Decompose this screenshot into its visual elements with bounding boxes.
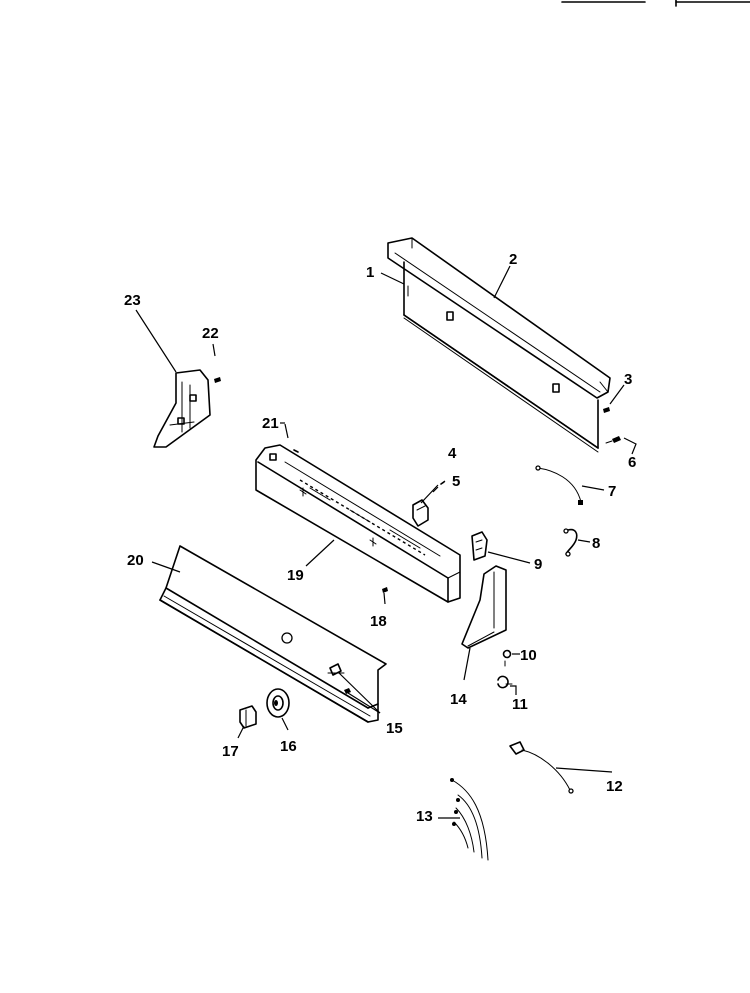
callout-16: 16 [280, 738, 297, 755]
callout-labels: 1 2 3 4 5 6 7 8 9 10 11 12 13 14 15 16 1… [124, 251, 636, 825]
callout-4: 4 [448, 445, 457, 462]
part-20-panel-cover [159, 545, 387, 723]
callout-22: 22 [202, 325, 219, 342]
part-15-clip [344, 688, 351, 694]
part-12-wire-harness [509, 741, 574, 794]
part-22-screw [214, 377, 221, 383]
part-16-knob-skirt [266, 688, 290, 718]
callout-9: 9 [534, 556, 542, 573]
callout-18: 18 [370, 613, 387, 630]
callout-1: 1 [366, 264, 374, 281]
part-21-screw [293, 449, 299, 453]
part-11-clip [497, 675, 513, 689]
callout-5: 5 [452, 473, 460, 490]
callout-7: 7 [608, 483, 616, 500]
part-10-screw [502, 649, 512, 667]
callout-20: 20 [127, 552, 144, 569]
part-9-terminal-block [471, 531, 488, 561]
part-23-end-bracket [153, 369, 211, 448]
callout-2: 2 [509, 251, 517, 268]
callout-12: 12 [606, 778, 623, 795]
part-19-control-panel [255, 444, 461, 603]
part-6-screw [605, 436, 621, 444]
callout-21: 21 [262, 415, 279, 432]
part-18-screw [382, 587, 388, 593]
part-1-rear-panel [403, 261, 599, 453]
callout-19: 19 [287, 567, 304, 584]
header-rule-marks [561, 0, 750, 7]
callout-11: 11 [512, 696, 528, 713]
part-17-knob [239, 705, 257, 729]
callout-3: 3 [624, 371, 632, 388]
callout-23: 23 [124, 292, 141, 309]
callout-10: 10 [520, 647, 537, 664]
part-3-screw [603, 407, 610, 413]
part-13-wire-harness [450, 778, 489, 861]
part-8-wire-clip [563, 528, 578, 557]
part-14-end-cap [461, 565, 507, 649]
leader-lines [135, 265, 637, 819]
callout-6: 6 [628, 454, 636, 471]
callout-13: 13 [416, 808, 433, 825]
callout-8: 8 [592, 535, 600, 552]
callout-14: 14 [450, 691, 467, 708]
part-2-top-trim [387, 237, 611, 399]
callout-17: 17 [222, 743, 239, 760]
callout-15: 15 [386, 720, 403, 737]
part-5-switch [412, 499, 429, 527]
part-7-wire [535, 465, 583, 505]
